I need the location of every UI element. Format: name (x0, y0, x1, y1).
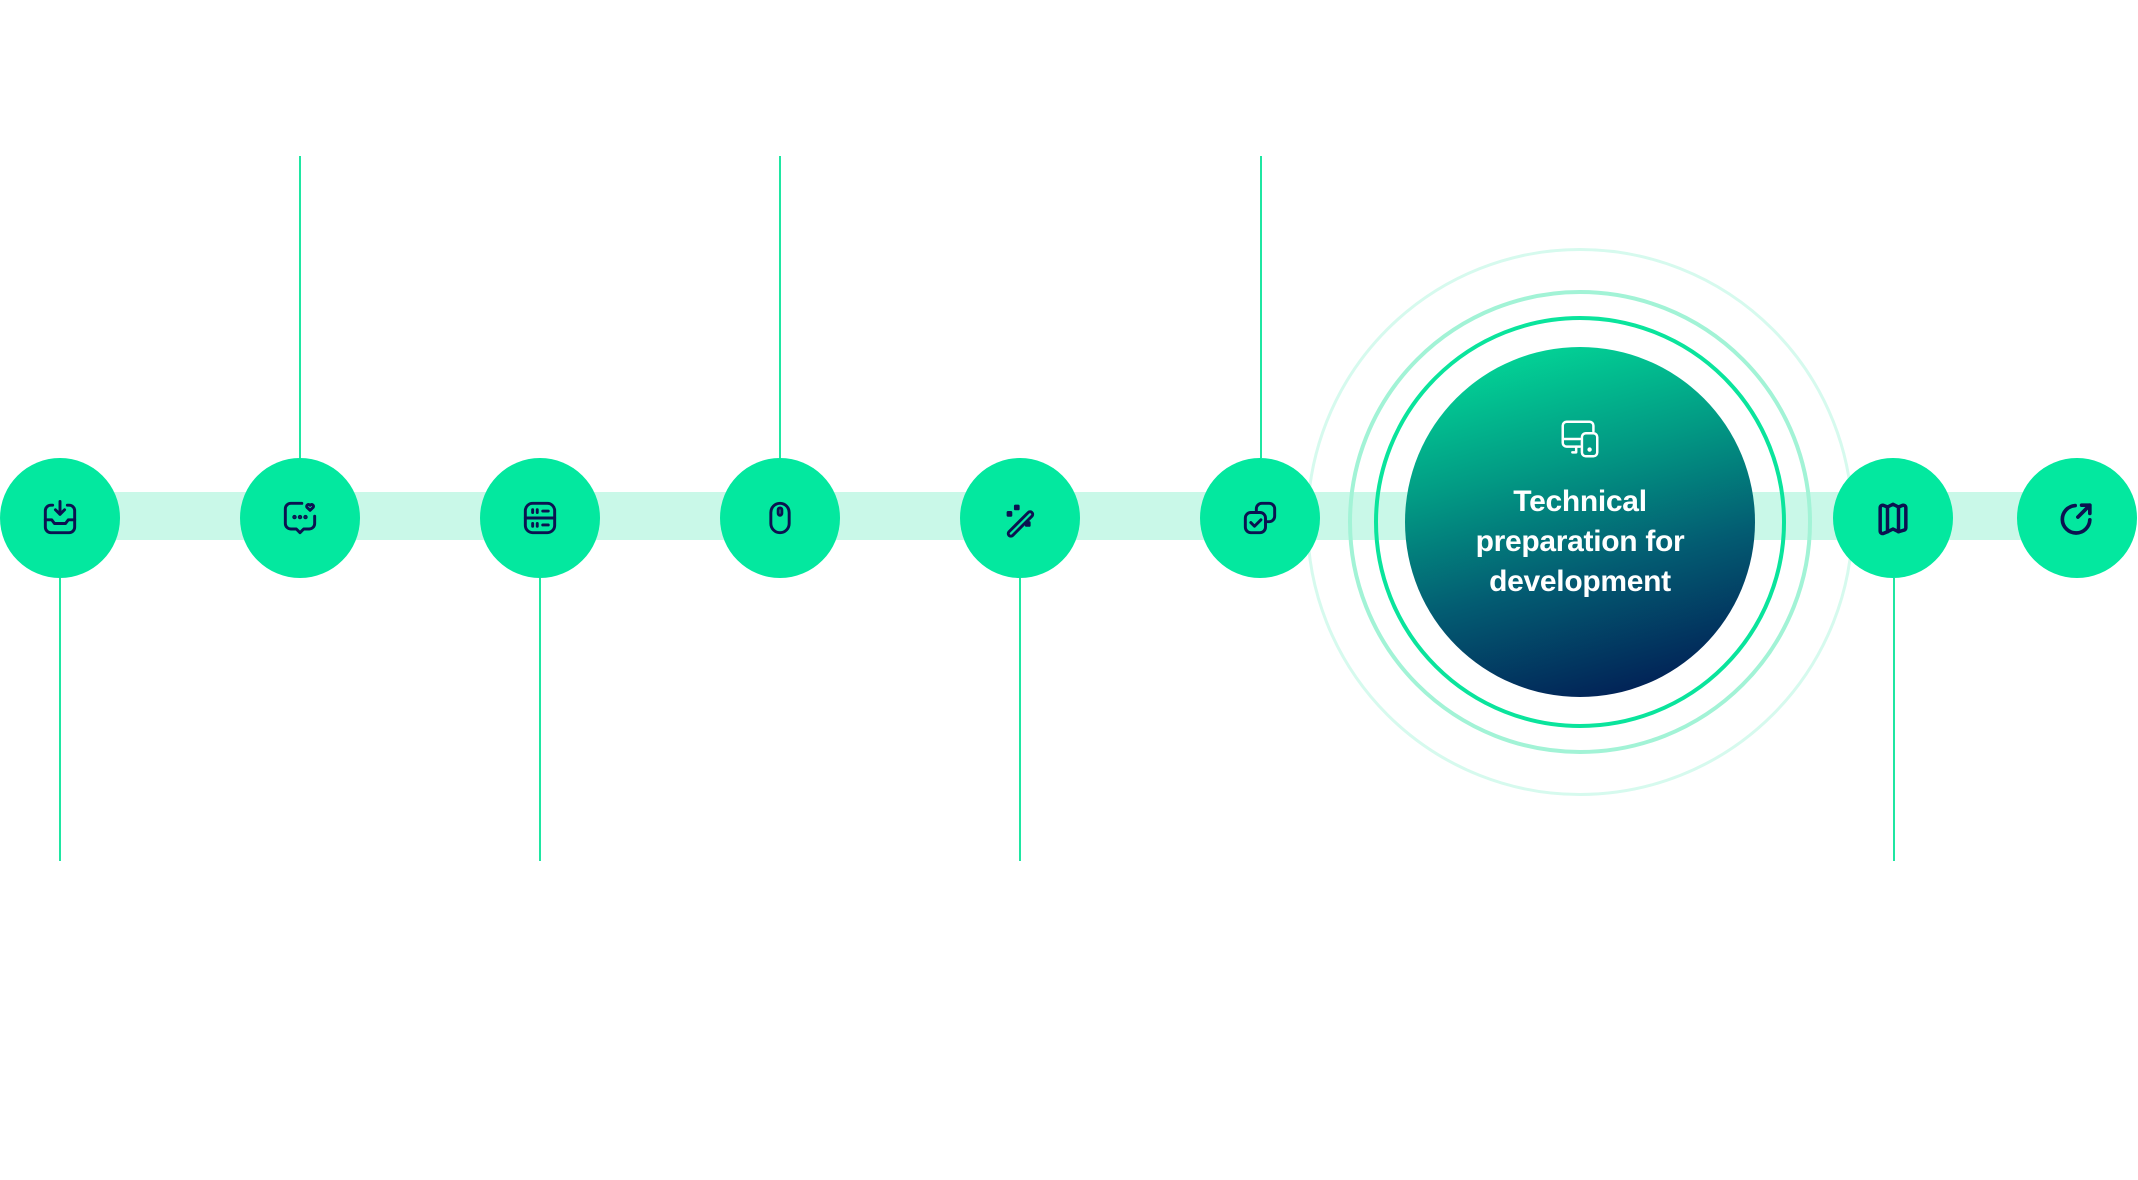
map-icon (1878, 502, 1908, 536)
copy-check-icon (1243, 501, 1277, 535)
step-1-node[interactable] (0, 458, 120, 578)
active-step-title: Technical preparation for development (1475, 485, 1685, 598)
step-3-node[interactable] (480, 458, 600, 578)
step-9-node[interactable] (2017, 458, 2137, 578)
step-5-node[interactable] (960, 458, 1080, 578)
hero-ring-inner (1374, 316, 1786, 728)
step-6-node[interactable] (1200, 458, 1320, 578)
step-7-active-node[interactable]: Technical preparation for development (1405, 347, 1755, 697)
mouse-icon (769, 501, 791, 535)
connector-step-2 (299, 156, 301, 458)
connector-step-3 (539, 578, 541, 861)
devices-icon (1561, 420, 1599, 458)
step-2-node[interactable] (240, 458, 360, 578)
hero-ring-middle (1348, 290, 1812, 754)
step-8-node[interactable] (1833, 458, 1953, 578)
connector-step-5 (1019, 578, 1021, 861)
connector-step-8 (1893, 578, 1895, 861)
connector-step-4 (779, 156, 781, 458)
server-icon (523, 501, 557, 535)
step-4-node[interactable] (720, 458, 840, 578)
connector-step-6 (1260, 156, 1262, 458)
inbox-download-icon (43, 500, 77, 535)
magic-wand-icon (1006, 504, 1035, 538)
connector-step-1 (59, 578, 61, 861)
chat-heart-icon (283, 501, 317, 535)
share-arrow-icon (2060, 503, 2092, 535)
